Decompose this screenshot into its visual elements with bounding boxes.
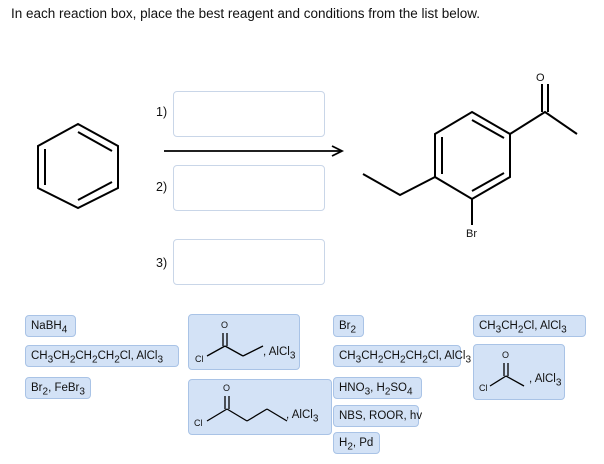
- reagent-ethyl-chloride-alcl3[interactable]: CH3CH2Cl, AlCl3: [473, 315, 586, 337]
- reagent-propanoyl-chloride-alcl3[interactable]: Cl O , AlCl3: [188, 314, 300, 370]
- oxygen-label: O: [221, 320, 229, 330]
- instructions-text: In each reaction box, place the best rea…: [11, 6, 481, 21]
- reagent-hno3-h2so4[interactable]: HNO3, H2SO4: [333, 377, 422, 399]
- alcl3-label: , AlCl3: [263, 346, 296, 362]
- reagent-nbs-roor-hv[interactable]: NBS, ROOR, hv: [333, 405, 422, 427]
- chlorine-label: Cl: [479, 383, 488, 393]
- reaction-box-1[interactable]: [173, 91, 325, 137]
- reagent-butyl-chloride-alcl3-2[interactable]: CH3CH2CH2CH2Cl, AlCl3: [333, 345, 471, 367]
- alcl3-label: , AlCl3: [286, 409, 319, 425]
- reagent-acetyl-chloride-alcl3[interactable]: Cl O , AlCl3: [473, 344, 565, 400]
- step-3-label: 3): [156, 256, 168, 270]
- alcl3-label: , AlCl3: [529, 373, 562, 389]
- reaction-arrow: [164, 145, 345, 157]
- step-1-label: 1): [156, 105, 168, 119]
- chlorine-label: Cl: [194, 418, 203, 428]
- reaction-box-2[interactable]: [173, 165, 325, 211]
- oxygen-label: O: [502, 350, 510, 360]
- reaction-box-3[interactable]: [173, 239, 325, 285]
- propanoyl-chloride-structure: [206, 333, 264, 357]
- reagent-nabh4[interactable]: NaBH4: [25, 315, 76, 337]
- oxygen-label: O: [223, 383, 231, 393]
- product-structure: [362, 84, 578, 225]
- reagent-butanoyl-chloride-alcl3[interactable]: Cl O , AlCl3: [188, 379, 332, 435]
- reagent-butyl-chloride-alcl3[interactable]: CH3CH2CH2CH2Cl, AlCl3: [25, 345, 179, 367]
- chlorine-label: Cl: [195, 354, 204, 364]
- benzene-structure: [37, 122, 119, 210]
- reagent-h2-pd[interactable]: H2, Pd: [333, 432, 380, 454]
- product-bromine-label: Br: [466, 228, 477, 240]
- acetyl-chloride-structure: [489, 363, 525, 387]
- butanoyl-chloride-structure: [206, 396, 288, 422]
- reagent-br2-febr3[interactable]: Br2, FeBr3: [25, 377, 91, 399]
- step-2-label: 2): [156, 180, 168, 194]
- reagent-br2[interactable]: Br2: [333, 315, 364, 337]
- product-oxygen-label: O: [536, 72, 545, 84]
